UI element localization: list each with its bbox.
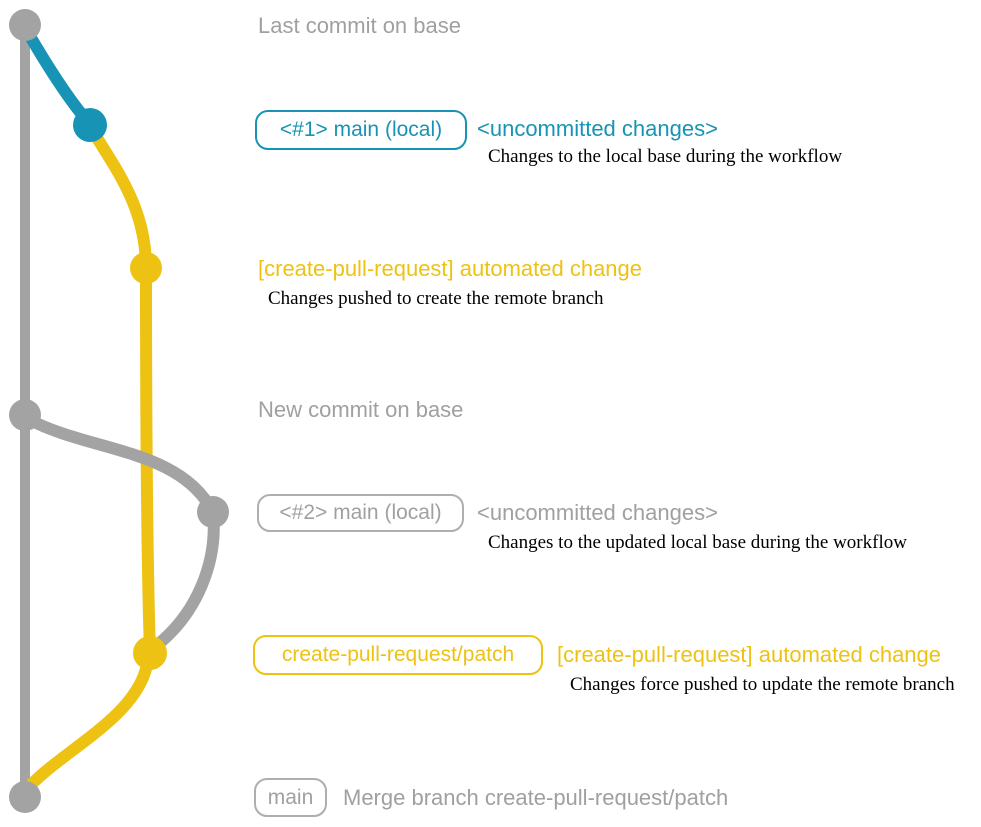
merge-to-base-edge xyxy=(21,663,152,795)
cpr-branch-line xyxy=(140,262,156,659)
branch-badge-main: main xyxy=(254,778,327,817)
uncommitted-changes-title-1: <uncommitted changes> xyxy=(477,116,718,141)
branch-badge-cpr-patch: create-pull-request/patch xyxy=(253,635,543,675)
automated-change-desc-1: Changes pushed to create the remote bran… xyxy=(268,288,604,309)
local-main-1-edge xyxy=(21,25,95,129)
commit-node-merge xyxy=(9,781,41,813)
automated-change-title-1: [create-pull-request] automated change xyxy=(258,256,643,281)
new-commit-label: New commit on base xyxy=(258,397,464,422)
branch-badge-main-local-2: <#2> main (local) xyxy=(257,494,464,532)
commit-node-base-last xyxy=(9,9,41,41)
uncommitted-changes-desc-2: Changes to the updated local base during… xyxy=(488,532,907,553)
cpr-branch-create-edge xyxy=(87,125,152,274)
merge-branch-label: Merge branch create-pull-request/patch xyxy=(343,785,729,810)
commit-node-local-1 xyxy=(73,108,107,142)
commit-node-local-2 xyxy=(197,496,229,528)
automated-change-title-2: [create-pull-request] automated change xyxy=(557,642,942,667)
commit-node-base-new xyxy=(9,399,41,431)
uncommitted-changes-title-2: <uncommitted changes> xyxy=(477,500,718,525)
last-commit-label: Last commit on base xyxy=(258,13,461,38)
rebase-into-cpr-edge xyxy=(146,506,220,655)
local-main-2-edge xyxy=(22,413,219,518)
uncommitted-changes-desc-1: Changes to the local base during the wor… xyxy=(488,146,843,167)
commit-node-cpr-2 xyxy=(133,636,167,670)
branch-badge-main-local-1: <#1> main (local) xyxy=(255,110,467,150)
commit-node-cpr-1 xyxy=(130,252,162,284)
automated-change-desc-2: Changes force pushed to update the remot… xyxy=(570,674,955,695)
